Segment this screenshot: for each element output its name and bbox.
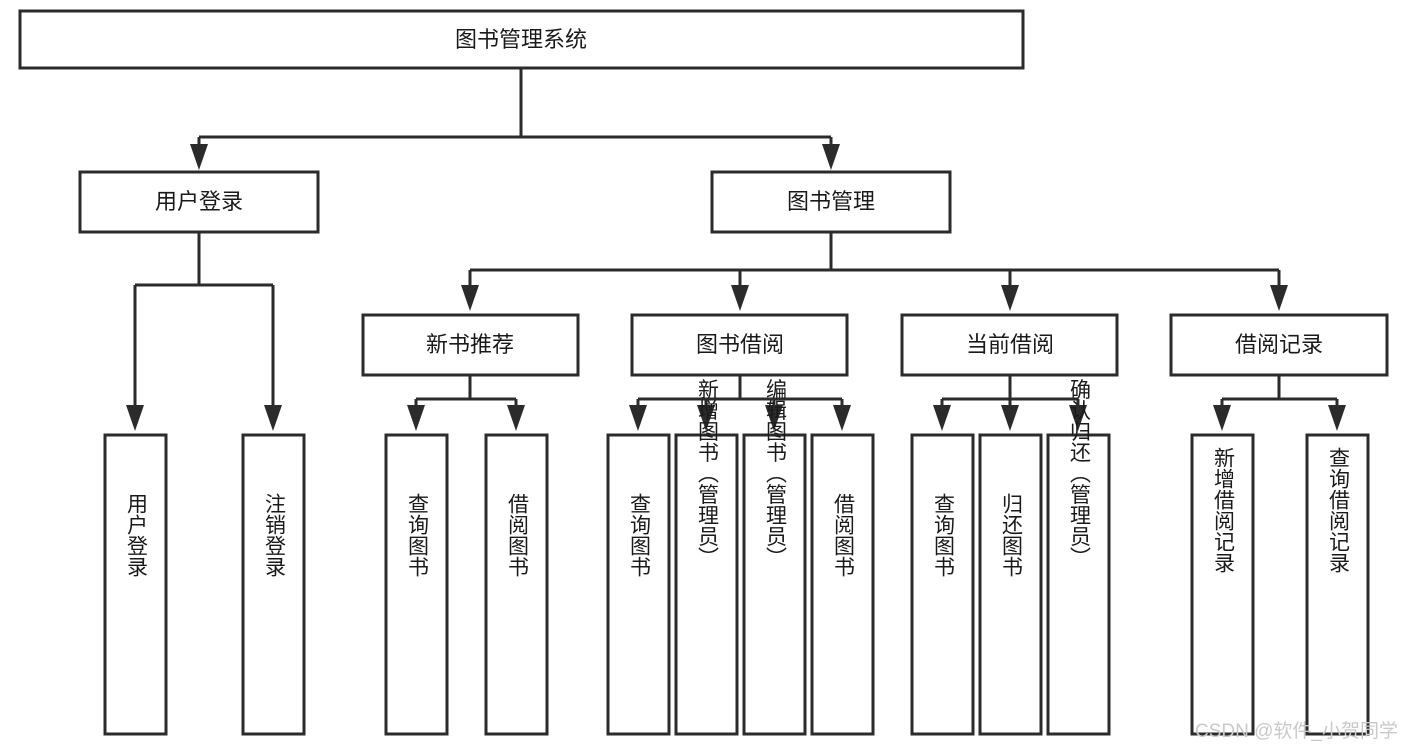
node-leaf-query-record-label: 查询借阅记录 (1326, 447, 1350, 573)
node-borrow-record-box[interactable] (1169, 313, 1389, 377)
node-leaf-return-book[interactable]: 归还图书 (978, 433, 1043, 736)
node-leaf-borrow-book-2-label: 借阅图书 (831, 493, 855, 577)
node-leaf-add-book-label: 新增图书（管理员） (695, 378, 719, 567)
node-user-login-label: 用户登录 (155, 189, 243, 214)
node-leaf-query-book-1-box[interactable] (384, 433, 449, 736)
edges-borrow-record-to-leaves (1213, 375, 1346, 431)
node-leaf-add-record-box[interactable] (1190, 433, 1255, 736)
node-leaf-return-book-label: 归还图书 (999, 493, 1023, 577)
node-root-box[interactable] (18, 9, 1025, 70)
node-leaf-return-book-box[interactable] (978, 433, 1043, 736)
arrow-down-icon (822, 144, 840, 170)
node-current-borrow-label: 当前借阅 (966, 332, 1054, 357)
node-root-label: 图书管理系统 (455, 27, 587, 52)
node-book-borrow-box[interactable] (630, 313, 849, 377)
node-leaf-edit-book-box[interactable] (742, 433, 807, 736)
edges-root-to-level2 (190, 68, 840, 170)
edges-new-book-recommend-to-leaves (407, 375, 525, 431)
node-leaf-query-record-box[interactable] (1305, 433, 1370, 736)
node-book-management-label: 图书管理 (787, 189, 875, 214)
node-leaf-borrow-book-2[interactable]: 借阅图书 (810, 433, 875, 736)
node-book-borrow[interactable]: 图书借阅 (630, 313, 849, 377)
edges-current-borrow-to-leaves (933, 375, 1087, 431)
node-new-book-recommend-box[interactable] (361, 313, 580, 377)
node-leaf-logout-label: 注销登录 (262, 493, 286, 577)
node-user-login[interactable]: 用户登录 (78, 170, 320, 234)
arrow-down-icon (1001, 285, 1019, 311)
node-leaf-query-book-3-box[interactable] (910, 433, 975, 736)
node-leaf-confirm-return[interactable]: 确认归还（管理员） (1046, 378, 1111, 736)
node-leaf-add-record-label: 新增借阅记录 (1211, 447, 1235, 573)
node-leaf-borrow-book-1-label: 借阅图书 (505, 493, 529, 577)
node-leaf-query-book-1-label: 查询图书 (405, 493, 429, 577)
node-leaf-add-book-box[interactable] (674, 433, 739, 736)
node-leaf-logout[interactable]: 注销登录 (241, 433, 306, 736)
node-current-borrow-box[interactable] (900, 313, 1119, 377)
node-new-book-recommend-label: 新书推荐 (426, 332, 514, 357)
node-leaf-query-book-2[interactable]: 查询图书 (606, 433, 671, 736)
arrow-down-icon (507, 405, 525, 431)
node-leaf-add-book[interactable]: 新增图书（管理员） (674, 378, 739, 736)
arrow-down-icon (1213, 405, 1231, 431)
arrow-down-icon (933, 405, 951, 431)
edges-book-borrow-to-leaves (629, 375, 851, 431)
arrow-down-icon (833, 405, 851, 431)
node-leaf-edit-book-label: 编辑图书（管理员） (763, 378, 787, 567)
arrow-down-icon (1001, 405, 1019, 431)
arrow-down-icon (1328, 405, 1346, 431)
arrow-down-icon (1270, 285, 1288, 311)
node-leaf-confirm-return-label: 确认归还（管理员） (1067, 378, 1091, 567)
node-book-borrow-label: 图书借阅 (696, 332, 784, 357)
node-leaf-query-book-1[interactable]: 查询图书 (384, 433, 449, 736)
node-leaf-query-book-3[interactable]: 查询图书 (910, 433, 975, 736)
node-book-management[interactable]: 图书管理 (710, 170, 952, 234)
node-book-management-box[interactable] (710, 170, 952, 234)
node-leaf-borrow-book-1-box[interactable] (484, 433, 549, 736)
arrow-down-icon (629, 405, 647, 431)
edges-book-management-to-level3 (461, 232, 1288, 311)
node-leaf-query-book-2-box[interactable] (606, 433, 671, 736)
watermark-label: CSDN @软件_小贺同学 (1195, 720, 1398, 742)
arrow-down-icon (731, 285, 749, 311)
arrow-down-icon (190, 144, 208, 170)
node-user-login-box[interactable] (78, 170, 320, 234)
node-borrow-record-label: 借阅记录 (1235, 332, 1323, 357)
arrow-down-icon (407, 405, 425, 431)
node-leaf-query-book-2-label: 查询图书 (627, 493, 651, 577)
node-leaf-borrow-book-2-box[interactable] (810, 433, 875, 736)
arrow-down-icon (461, 285, 479, 311)
node-leaf-add-record[interactable]: 新增借阅记录 (1190, 433, 1255, 736)
node-leaf-query-book-3-label: 查询图书 (931, 493, 955, 577)
node-leaf-edit-book[interactable]: 编辑图书（管理员） (742, 378, 807, 736)
node-leaf-user-login[interactable]: 用户登录 (103, 433, 168, 736)
node-leaf-logout-box[interactable] (241, 433, 306, 736)
node-current-borrow[interactable]: 当前借阅 (900, 313, 1119, 377)
node-leaf-borrow-book-1[interactable]: 借阅图书 (484, 433, 549, 736)
node-new-book-recommend[interactable]: 新书推荐 (361, 313, 580, 377)
node-leaf-query-record[interactable]: 查询借阅记录 (1305, 433, 1370, 736)
node-leaf-user-login-box[interactable] (103, 433, 168, 736)
edges-user-login-to-leaves (126, 232, 282, 431)
node-leaf-user-login-label: 用户登录 (124, 493, 148, 577)
node-borrow-record[interactable]: 借阅记录 (1169, 313, 1389, 377)
arrow-down-icon (126, 405, 144, 431)
arrow-down-icon (264, 405, 282, 431)
node-root[interactable]: 图书管理系统 (18, 9, 1025, 70)
node-leaf-confirm-return-box[interactable] (1046, 433, 1111, 736)
